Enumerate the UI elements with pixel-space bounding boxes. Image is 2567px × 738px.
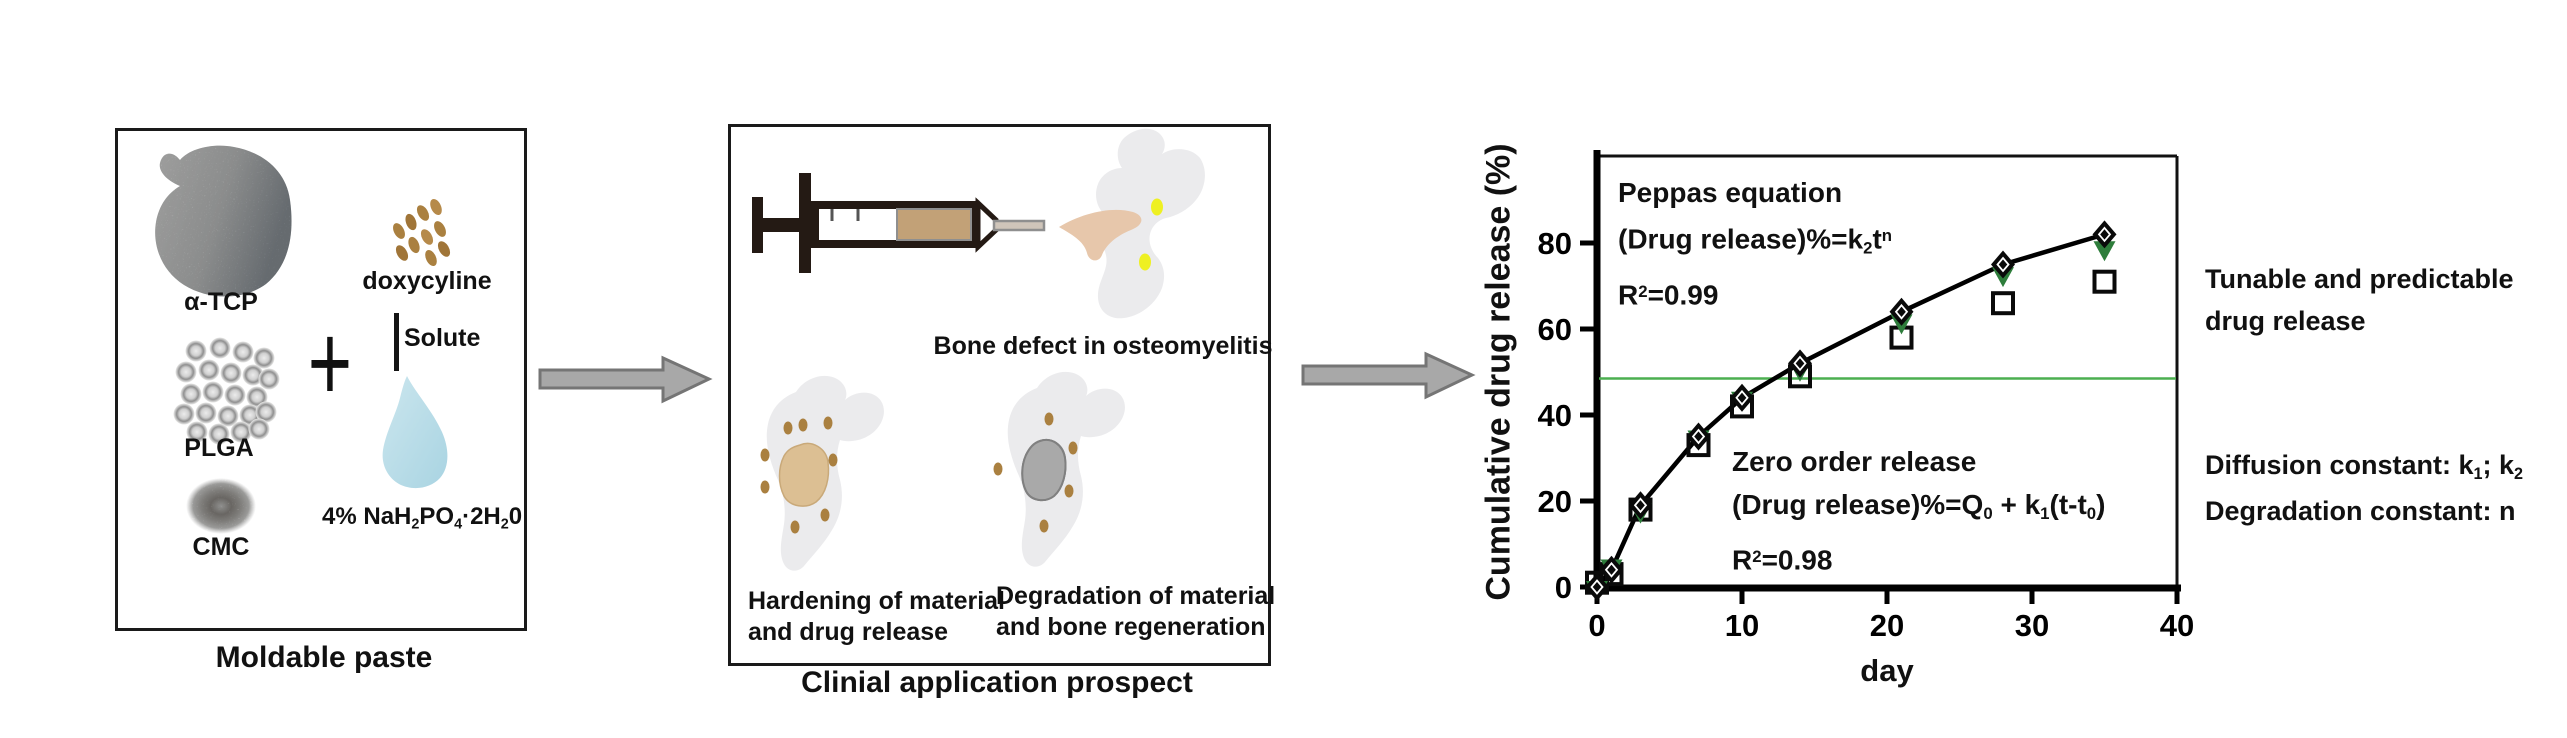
moldable-paste-panel <box>115 128 527 631</box>
solute-label: Solute <box>404 324 481 352</box>
svg-text:60: 60 <box>1538 312 1572 347</box>
x-axis-label: day <box>1860 653 1914 688</box>
svg-text:0: 0 <box>1555 570 1572 605</box>
release-chart: 0 10 20 30 40 0 20 40 60 80 <box>1538 150 2194 643</box>
arrow-right-icon <box>538 355 713 404</box>
cmc-particle-icon <box>186 478 256 534</box>
zero-order-annotation: Zero order release (Drug release)%=Q0 + … <box>1732 440 2105 582</box>
solute-line <box>394 313 399 371</box>
arrow-right-icon <box>1301 351 1476 400</box>
diffusion-constant-note: Diffusion constant: k1; k2 <box>2205 450 2524 483</box>
svg-text:10: 10 <box>1725 608 1759 643</box>
svg-text:40: 40 <box>1538 398 1572 433</box>
clinical-application-panel <box>728 124 1271 666</box>
svg-text:20: 20 <box>1538 484 1572 519</box>
plus-sign: + <box>307 301 353 426</box>
bone-degradation-icon <box>993 371 1125 567</box>
peppas-equation: (Drug release)%=k2tn <box>1618 223 1893 258</box>
syringe-icon <box>752 173 1046 273</box>
doxycycline-granules-icon <box>393 199 451 266</box>
degradation-constant-note: Degradation constant: n <box>2205 496 2516 526</box>
solution-drop-icon <box>382 376 448 489</box>
zero-order-equation: (Drug release)%=Q0 + k1(t-t0) <box>1732 489 2106 524</box>
bone-hardening-icon <box>760 375 884 571</box>
doxycycline-label: doxycyline <box>362 267 492 295</box>
peppas-r2: R2=0.99 <box>1618 279 1719 311</box>
paste-injection-icon <box>1059 209 1142 261</box>
y-axis-label: Cumulative drug release (%) <box>1479 143 1518 601</box>
plga-label: PLGA <box>184 434 254 462</box>
plga-microspheres-icon <box>173 337 280 445</box>
tunable-note: Tunable and predictable drug release <box>2205 264 2514 336</box>
svg-text:80: 80 <box>1538 226 1572 261</box>
bone-defect-caption: Bone defect in osteomyelitis <box>933 332 1273 360</box>
atcp-label: α-TCP <box>184 288 258 316</box>
svg-text:30: 30 <box>2015 608 2049 643</box>
svg-text:0: 0 <box>1588 608 1605 643</box>
zero-order-r2: R2=0.98 <box>1732 544 1833 576</box>
hardening-caption: Hardening of material and drug release <box>748 587 1005 646</box>
zero-order-title: Zero order release <box>1732 446 1977 477</box>
svg-text:40: 40 <box>2160 608 2194 643</box>
cmc-label: CMC <box>192 533 250 561</box>
peppas-annotation: Peppas equation (Drug release)%=k2tn R2=… <box>1618 171 1892 316</box>
moldable-paste-title: Moldable paste <box>215 641 433 674</box>
svg-text:20: 20 <box>1870 608 1904 643</box>
degradation-caption: Degradation of material and bone regener… <box>996 582 1276 641</box>
peppas-title: Peppas equation <box>1618 177 1843 208</box>
clinical-application-title: Clinial application prospect <box>801 666 1193 699</box>
bone-defect-icon <box>1059 128 1205 319</box>
alpha-tcp-blob-icon <box>155 145 292 297</box>
solution-formula-label: 4% NaH2PO4·2H20 <box>322 503 523 533</box>
